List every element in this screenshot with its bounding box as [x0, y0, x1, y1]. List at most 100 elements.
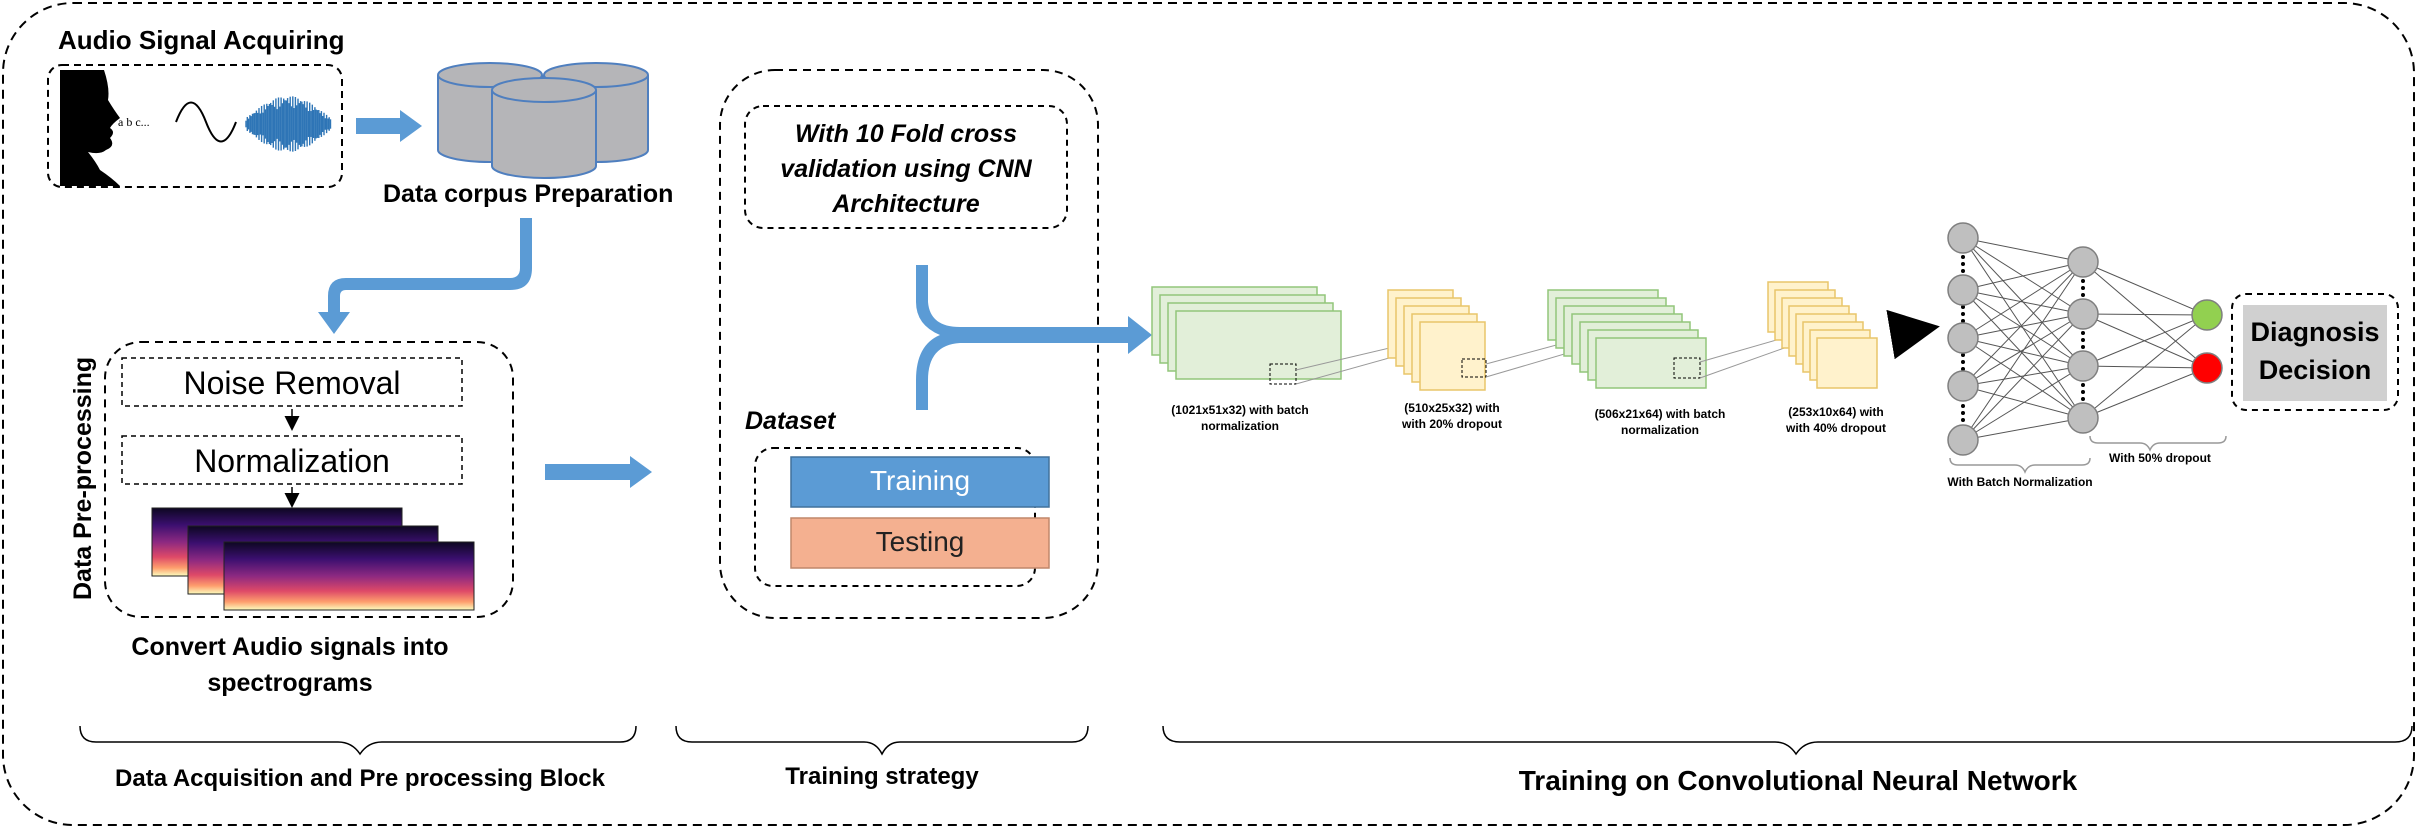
ellipsis-dot [2081, 397, 2085, 401]
cv-line3: Architecture [832, 190, 980, 218]
training-label: Training [869, 465, 971, 496]
ellipsis-dot [2081, 279, 2085, 283]
hidden-node-2 [2067, 350, 2099, 382]
ellipsis-dot [1961, 404, 1965, 408]
brace-batch-norm [1949, 457, 2091, 474]
network-edge [1962, 337, 2084, 367]
ellipsis-dot [1961, 312, 1965, 316]
audio-acquiring-box [47, 64, 343, 188]
brace-block-3 [1162, 725, 2413, 756]
ellipsis-dot [1961, 262, 1965, 266]
ellipsis-dot [1961, 319, 1965, 323]
hidden-node-2 [2067, 402, 2099, 434]
spectrogram-stack [151, 507, 475, 611]
decision-line1: Diagnosis [2250, 317, 2380, 347]
ellipsis-dot [1961, 305, 1965, 309]
ellipsis-dot [2081, 293, 2085, 297]
cv-box [744, 105, 1068, 229]
layer3-label-line1: (506x21x64) with batch [1594, 407, 1726, 421]
ellipsis-dot [2081, 286, 2085, 290]
network-edge [2082, 314, 2208, 419]
curved-arrow-to-preprocessing [318, 218, 532, 334]
pool-layer-2 [1387, 289, 1486, 391]
layer1-label-line1: (1021x51x32) with batch [1171, 403, 1309, 417]
network-edge [1962, 365, 2084, 387]
layer1-label-line2: normalization [1200, 419, 1279, 433]
network-edge [1962, 289, 2084, 367]
arrow-to-corpus [356, 110, 422, 142]
network-edge [2082, 313, 2208, 316]
conv-layer-1 [1151, 286, 1342, 380]
normalization-box [121, 435, 463, 485]
testing-label: Testing [875, 526, 965, 557]
kernel-2 [1461, 358, 1487, 378]
speech-text: a b c... [118, 115, 150, 129]
network-edge [1962, 261, 2084, 339]
arrow-to-dense [1886, 309, 1940, 360]
ellipsis-dot [2081, 331, 2085, 335]
sine-wave-icon [175, 101, 237, 143]
block2-label: Training strategy [785, 763, 979, 790]
noise-removal-box [121, 357, 463, 407]
layer3-label-line2: normalization [1620, 423, 1699, 437]
preprocessing-vertical-label: Data Pre-processing [69, 356, 97, 600]
audio-acquiring-title: Audio Signal Acquiring [58, 25, 345, 55]
layer2-label-line1: (510x25x32) with [1404, 401, 1500, 415]
pool-layer-4 [1767, 281, 1878, 389]
batchnorm-label: With Batch Normalization [1947, 475, 2093, 489]
dataset-label: Dataset [745, 407, 836, 435]
noise-removal-label: Noise Removal [183, 365, 401, 401]
hidden-node-1 [1947, 322, 1979, 354]
network-edge [1962, 313, 2084, 441]
hidden-node-1 [1947, 370, 1979, 402]
output-node-green [2191, 299, 2223, 331]
kernel-1 [1269, 363, 1297, 385]
cv-line2: validation using CNN [780, 155, 1032, 183]
cv-line1: With 10 Fold cross [794, 120, 1018, 148]
ellipsis-dot [1961, 255, 1965, 259]
hidden-node-2 [2067, 298, 2099, 330]
block1-label: Data Acquisition and Pre processing Bloc… [115, 765, 605, 792]
network-edge [1962, 313, 2084, 387]
conv-layer-3 [1547, 289, 1707, 389]
dropout-label: With 50% dropout [2109, 451, 2211, 465]
network-edge [1962, 313, 2084, 339]
decision-line2: Decision [2258, 355, 2372, 385]
network-edge [1962, 289, 2084, 419]
spectrogram-caption-line1: Convert Audio signals into [131, 633, 449, 661]
testing-bar [790, 517, 1050, 569]
waveform-icon [245, 96, 332, 152]
network-edge [1962, 261, 2084, 291]
arrow-to-training-strategy [545, 456, 652, 488]
hidden-node-2 [2067, 246, 2099, 278]
ellipsis-dot [2081, 338, 2085, 342]
database-cylinders-icon [437, 62, 649, 179]
ellipsis-dot [2081, 383, 2085, 387]
ellipsis-dot [1961, 367, 1965, 371]
ellipsis-dot [1961, 269, 1965, 273]
network-edge [1962, 261, 2084, 387]
hidden-node-1 [1947, 274, 1979, 306]
network-edge [1962, 385, 2084, 419]
layer4-label-line1: (253x10x64) with [1788, 405, 1884, 419]
network-edge [1962, 337, 2084, 419]
network-edge [1962, 261, 2084, 441]
ellipsis-dot [2081, 390, 2085, 394]
ellipsis-dot [2081, 345, 2085, 349]
fork-arrow [916, 265, 1152, 410]
dense-network [1947, 222, 2223, 456]
block3-label: Training on Convolutional Neural Network [1518, 765, 2078, 796]
network-edge [1962, 289, 2084, 315]
brace-block-1 [79, 725, 637, 756]
network-edge [1962, 417, 2084, 441]
network-edge [2082, 367, 2208, 419]
network-edge [1962, 365, 2084, 441]
hidden-node-1 [1947, 424, 1979, 456]
head-silhouette-icon [60, 70, 120, 186]
layer2-label-line2: with 20% dropout [1402, 417, 1502, 431]
ellipsis-dot [1961, 360, 1965, 364]
training-bar [790, 456, 1050, 508]
spectrogram-caption-line2: spectrograms [207, 669, 373, 697]
